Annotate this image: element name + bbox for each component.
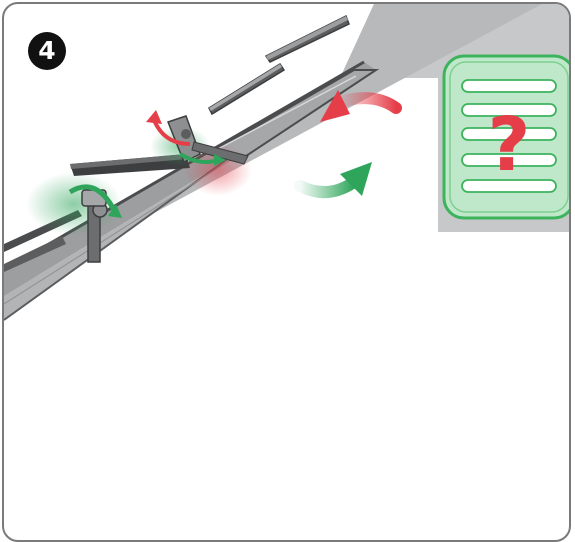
curved-arrow-right-green — [294, 162, 372, 198]
vent-grille-question-icon: ? — [442, 54, 569, 220]
sash-panel — [206, 69, 380, 162]
hinge-arrow-green-right — [178, 152, 226, 166]
top-rail — [208, 14, 350, 116]
hinge-arrow-green-left — [68, 184, 122, 218]
hinge-right — [150, 115, 252, 196]
illustration: ? — [4, 4, 569, 321]
step-number-badge: 4 — [28, 32, 66, 70]
grille-slats — [461, 79, 557, 193]
curved-arrow-left-red — [320, 90, 402, 122]
hinge-arrow-red-right — [146, 110, 191, 146]
question-mark: ? — [488, 102, 531, 188]
